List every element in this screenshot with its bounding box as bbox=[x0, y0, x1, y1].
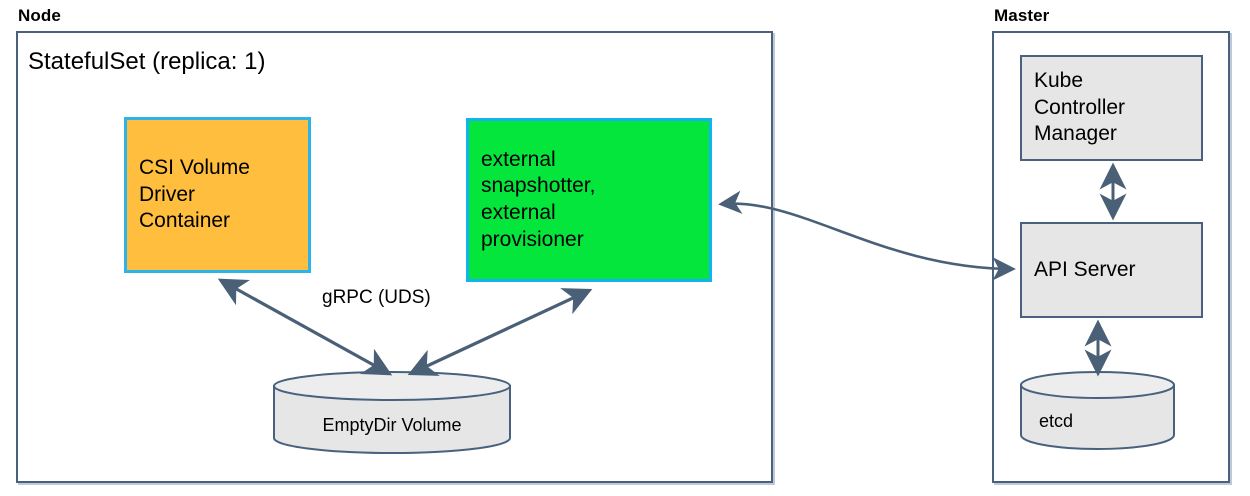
cylinder-body bbox=[273, 385, 511, 454]
emptydir-volume-label: EmptyDir Volume bbox=[322, 415, 462, 435]
etcd-label: etcd bbox=[1039, 411, 1074, 431]
cylinder-body bbox=[1020, 384, 1175, 450]
cylinder-top bbox=[273, 371, 511, 401]
api-server-label: API Server bbox=[1034, 257, 1136, 281]
csi-volume-driver-container-box[interactable]: CSI Volume Driver Container bbox=[124, 117, 311, 273]
etcd-cylinder[interactable]: etcd bbox=[1019, 371, 1176, 451]
csi-volume-driver-container-label: CSI Volume Driver Container bbox=[139, 156, 250, 233]
cylinder-top bbox=[1020, 371, 1175, 399]
external-sidecars-label: external snapshotter, external provision… bbox=[481, 147, 596, 251]
statefulset-caption: StatefulSet (replica: 1) bbox=[28, 48, 266, 75]
emptydir-volume-cylinder[interactable]: EmptyDir Volume bbox=[272, 371, 512, 454]
kube-controller-manager-label: Kube Controller Manager bbox=[1034, 69, 1126, 146]
external-sidecars-box[interactable]: external snapshotter, external provision… bbox=[466, 118, 712, 282]
node-group-label: Node bbox=[18, 6, 61, 25]
kube-controller-manager-box[interactable]: Kube Controller Manager bbox=[1020, 55, 1203, 161]
master-group-label: Master bbox=[994, 6, 1050, 25]
api-server-box[interactable]: API Server bbox=[1020, 222, 1203, 318]
grpc-uds-edge-label: gRPC (UDS) bbox=[322, 287, 431, 308]
